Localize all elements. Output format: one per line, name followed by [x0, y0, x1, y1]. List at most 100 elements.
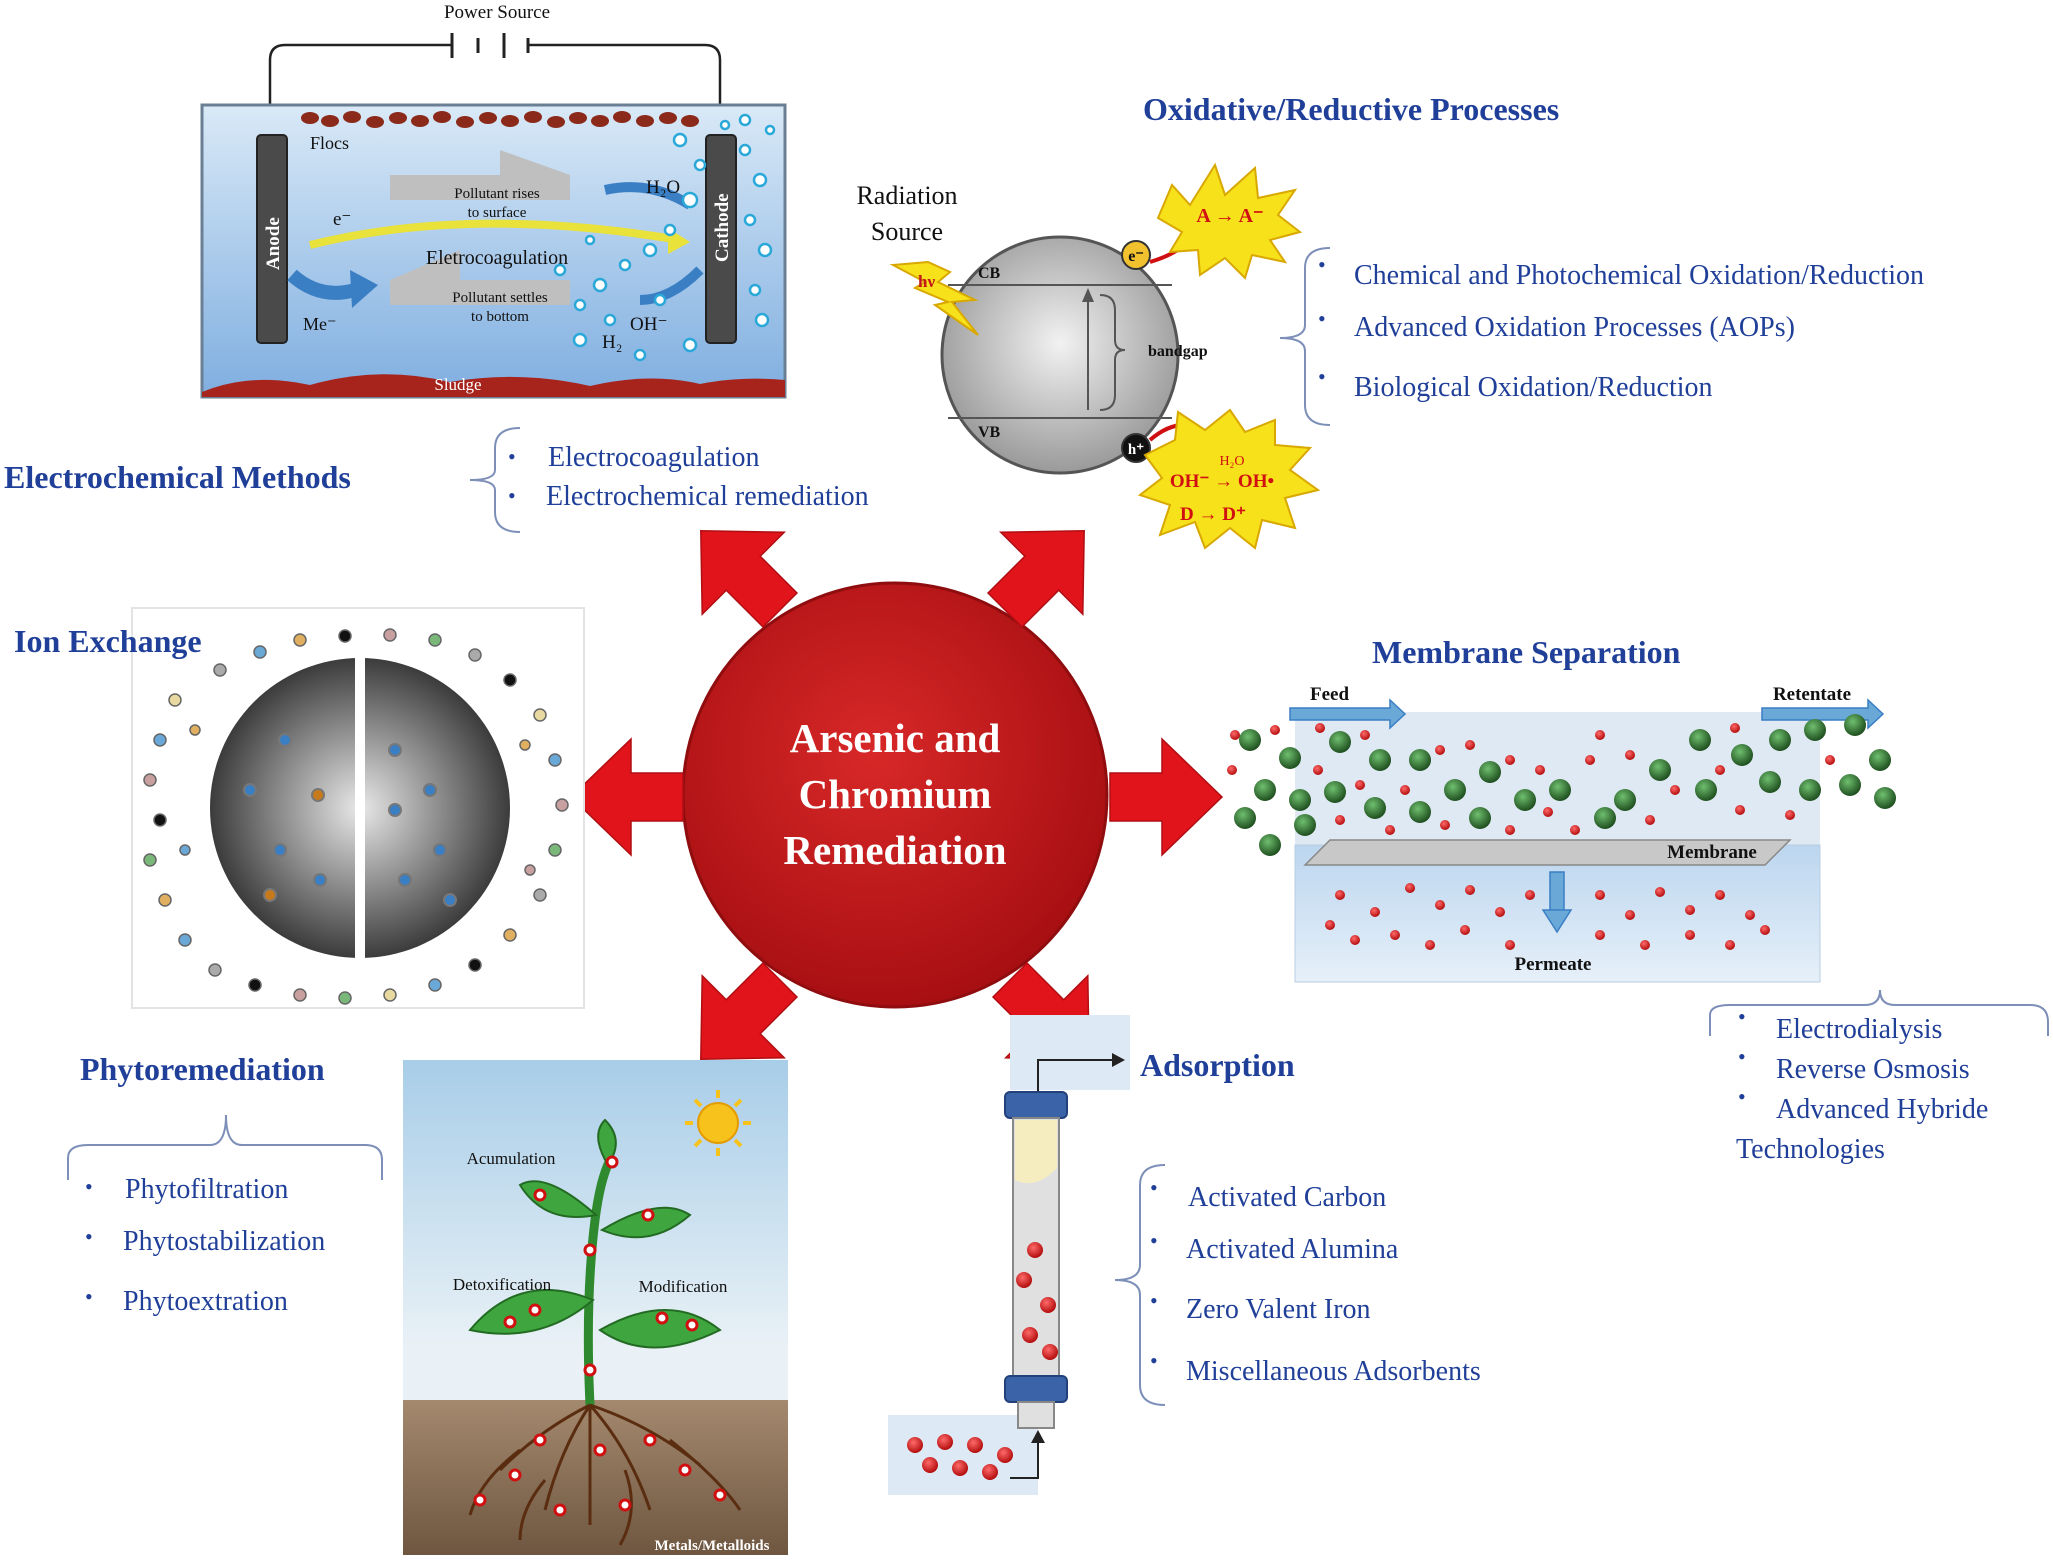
bandgap-label: bandgap [1148, 343, 1208, 360]
oxidation-starburst [1137, 408, 1321, 550]
inflow-arrowhead [1031, 1430, 1045, 1443]
adsorption-item-4: Miscellaneous Adsorbents [1186, 1356, 1481, 1387]
adsorbed-particles [1016, 1242, 1058, 1360]
electrochemical-title: Electrochemical Methods [4, 459, 351, 495]
adsorption-bullet-1: • [1150, 1175, 1158, 1200]
membrane-item-2: Reverse Osmosis [1776, 1054, 1970, 1085]
center-label-line-1: Arsenic and [790, 715, 1001, 761]
phyto-bullet-3: • [85, 1284, 93, 1309]
adsorption-bullet-3: • [1150, 1288, 1158, 1313]
gas-bubbles [553, 113, 776, 362]
phyto-item-2: Phytostabilization [123, 1226, 325, 1257]
oxidative-brace [1279, 247, 1331, 426]
adsorption-item-3: Zero Valent Iron [1186, 1294, 1371, 1325]
electrochemical-bullet-2: • [508, 483, 516, 508]
pollutant-rises-arrow [390, 150, 570, 200]
plant-soil [403, 1400, 788, 1555]
phyto-item-1: Phytofiltration [125, 1174, 288, 1205]
excitation-arrowhead [1082, 288, 1094, 302]
settles-label-2: to bottom [471, 309, 529, 325]
accumulation-label: Acumulation [467, 1149, 556, 1168]
oxidative-bullet-1: • [1318, 252, 1326, 277]
metal-ion-arrow [287, 269, 357, 300]
membrane-title: Membrane Separation [1372, 634, 1681, 670]
hydroxide-arrow [639, 266, 704, 305]
phytoremediation-list: • Phytofiltration • Phytostabilization •… [85, 1174, 325, 1317]
adsorption-highlight-bottom [888, 1415, 1038, 1495]
rises-label-1: Pollutant rises [454, 186, 540, 202]
power-source-label: Power Source [444, 2, 550, 23]
radiation-label-2: Source [871, 217, 943, 246]
oxidative-list: • Chemical and Photochemical Oxidation/R… [1318, 252, 1924, 403]
electron-particle-label: e⁻ [1128, 248, 1144, 265]
flocs-layer [301, 111, 699, 128]
center-label-line-2: Chromium [799, 771, 992, 817]
electron-label: e⁻ [333, 209, 351, 230]
oxidative-item-1: Chemical and Photochemical Oxidation/Red… [1354, 260, 1924, 291]
phytoremediation-title: Phytoremediation [80, 1051, 325, 1087]
hydrogen-label: H₂ [602, 332, 622, 353]
feed-label: Feed [1310, 684, 1349, 705]
arrow-right [1109, 737, 1224, 857]
adsorption-title: Adsorption [1140, 1047, 1295, 1083]
electrochemical-item-1: Electrocoagulation [548, 442, 759, 473]
membrane-bullet-1: • [1738, 1004, 1746, 1029]
feed-red-particles [1227, 723, 1835, 835]
cathode-label: Cathode [712, 193, 733, 262]
adsorption-list: • Activated Carbon • Activated Alumina •… [1150, 1175, 1481, 1387]
inflow-line [1010, 1440, 1039, 1479]
membrane-item-1: Electrodialysis [1776, 1014, 1942, 1045]
water-label: H₂O [646, 177, 680, 198]
circuit-wire [268, 43, 722, 145]
arrow-up-right [986, 530, 1085, 629]
column-saturated-zone [1015, 1120, 1057, 1184]
membrane-item-3-continued: Technologies [1736, 1134, 1885, 1165]
oxidative-bullet-2: • [1318, 306, 1326, 331]
electrochemical-item-2: Electrochemical remediation [546, 481, 869, 512]
ion-exchange-title: Ion Exchange [14, 623, 202, 659]
cathode-electrode [705, 134, 737, 344]
outflow-line [1037, 1059, 1115, 1092]
ion-exchange-illustration [143, 628, 569, 1005]
permeate-label: Permeate [1515, 954, 1592, 975]
membrane-brace [1709, 989, 2049, 1036]
adsorption-bullet-2: • [1150, 1228, 1158, 1253]
adsorption-illustration [888, 1015, 1130, 1495]
arrow-left [569, 737, 684, 857]
oxidation-reaction-2: D → D⁺ [1180, 504, 1246, 525]
flocs-label: Flocs [310, 133, 349, 153]
reduction-reaction: A → A⁻ [1196, 205, 1263, 227]
rises-label-2: to surface [468, 205, 527, 221]
anode-label: Anode [263, 217, 284, 270]
pollutant-settles-arrow [390, 250, 570, 305]
detoxification-label: Detoxification [453, 1275, 552, 1294]
permeate-arrow [1549, 871, 1565, 913]
oxidative-title: Oxidative/Reductive Processes [1143, 91, 1559, 127]
phyto-bullet-2: • [85, 1224, 93, 1249]
electron-flow-arrow [309, 219, 681, 249]
plant-roots [468, 1403, 742, 1546]
reduction-starburst [1156, 162, 1303, 280]
electrochemical-brace [469, 427, 521, 533]
phyto-item-3: Phytoextration [123, 1286, 288, 1317]
cb-label: CB [978, 265, 1001, 282]
plant-stem [583, 1157, 615, 1406]
membrane-bullet-3: • [1738, 1084, 1746, 1109]
center-node: Arsenic and Chromium Remediation [681, 581, 1109, 1009]
membrane-bullet-2: • [1738, 1044, 1746, 1069]
arrow-down-left [700, 961, 799, 1060]
column-bottom-neck [1017, 1401, 1055, 1429]
photocatalysis-illustration: Radiation Source CB VB bandgap hν e⁻ A →… [856, 162, 1321, 550]
process-label: Eletrocoagulation [426, 247, 568, 269]
feed-arrow [1289, 698, 1407, 730]
permeate-arrowhead [1541, 909, 1573, 934]
adsorption-bullet-4: • [1150, 1348, 1158, 1373]
sun-icon [685, 1090, 751, 1156]
vb-label: VB [978, 424, 1001, 441]
resin-split [355, 650, 365, 970]
semiconductor-sphere [940, 235, 1180, 475]
anode-electrode [256, 134, 288, 344]
outflow-arrowhead [1112, 1053, 1125, 1067]
hv-label: hν [918, 272, 935, 291]
metal-particles [473, 1155, 727, 1517]
